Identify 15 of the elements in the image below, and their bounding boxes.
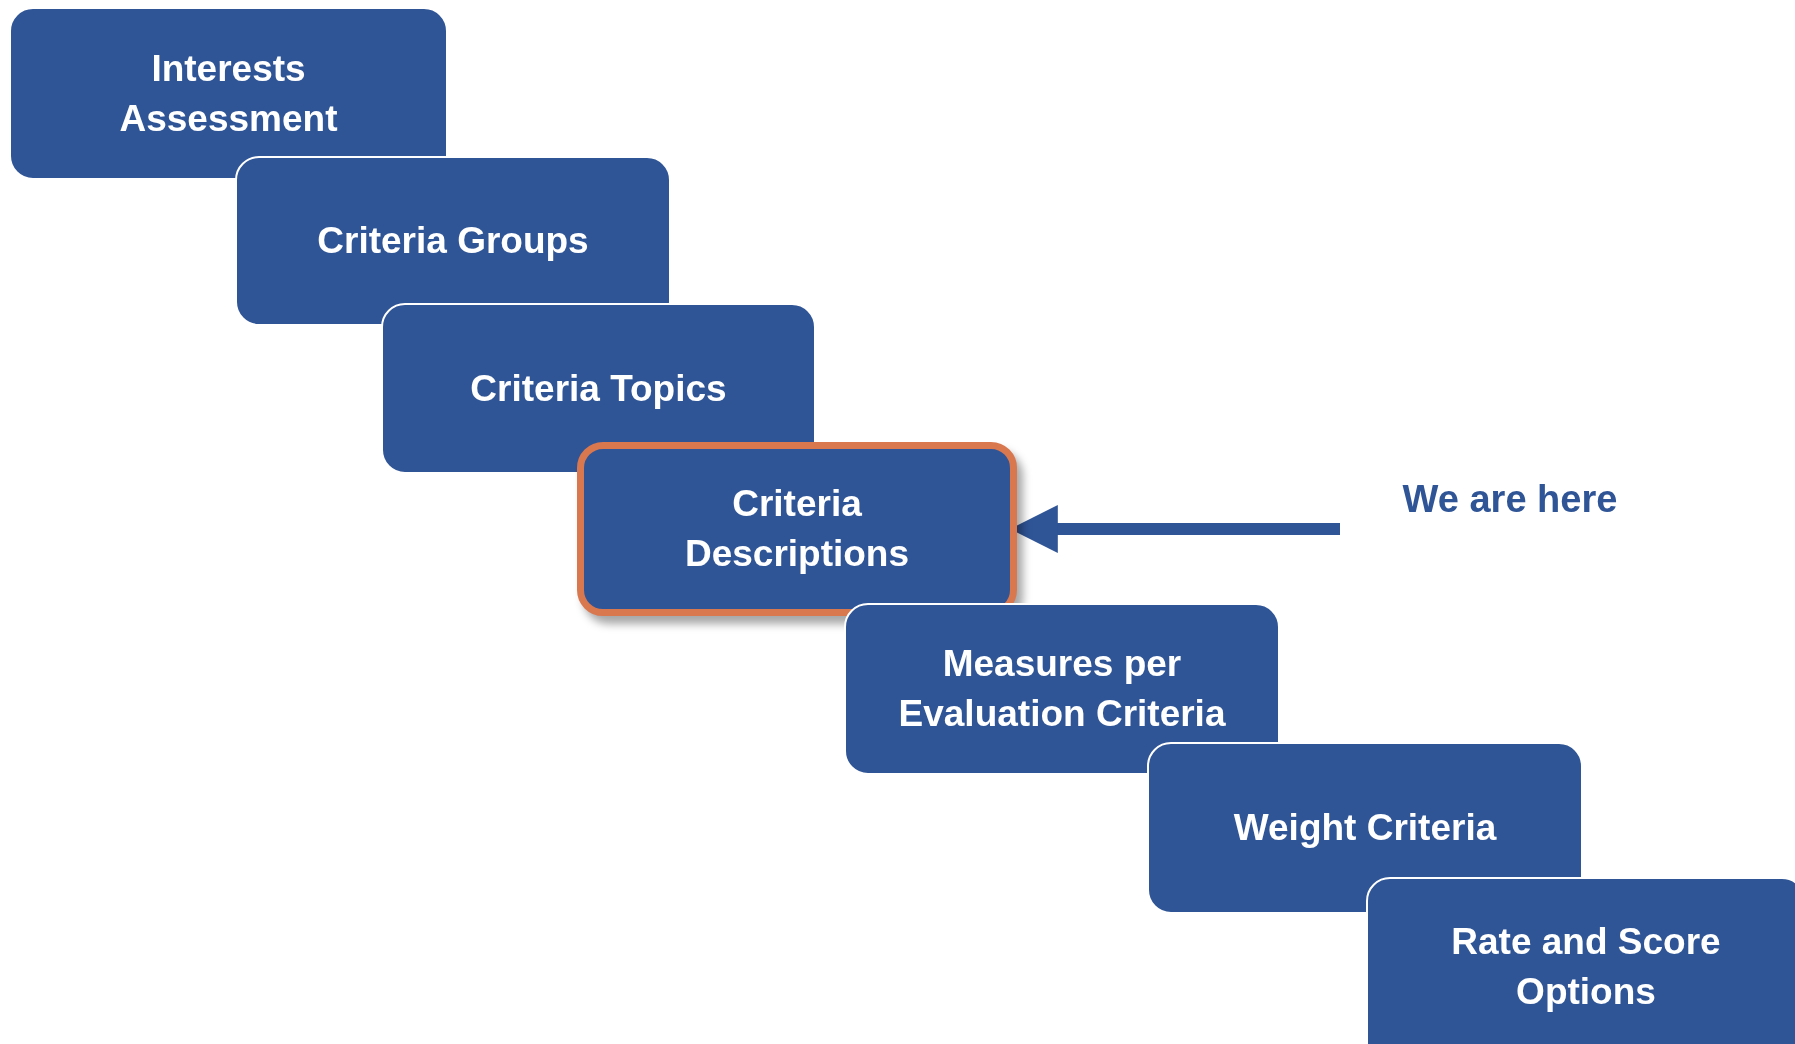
step-label: Weight Criteria (1233, 806, 1497, 851)
step-label: Criteria Groups (317, 219, 589, 264)
step-label: Interests Assessment (118, 46, 339, 141)
step-box (1366, 877, 1795, 1044)
step-label: Criteria Descriptions (683, 482, 911, 576)
step-label: Rate and Score Options (1450, 920, 1722, 1014)
step-label: Measures per Evaluation Criteria (897, 642, 1227, 736)
step-box (381, 303, 816, 474)
step-box (1147, 742, 1583, 914)
annotation-text: We are here (1380, 468, 1640, 530)
step-label: Criteria Topics (470, 366, 727, 411)
highlighted-step-box (577, 442, 1017, 616)
step-box (9, 7, 448, 180)
step-box (235, 156, 671, 326)
step-box (844, 603, 1280, 775)
